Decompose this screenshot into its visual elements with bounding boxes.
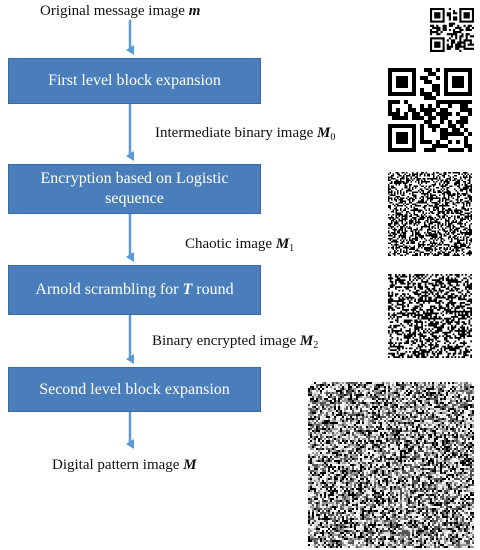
qr-code-large-icon: [388, 68, 472, 152]
arnold-scrambling-box: Arnold scrambling for T round: [8, 265, 261, 315]
scrambled-noise-image: [388, 274, 472, 358]
first-level-expansion-box: First level block expansion: [8, 58, 261, 104]
chaotic-noise-image: [388, 172, 472, 256]
original-message-label: Original message image m: [40, 3, 201, 19]
binary-encrypted-label: Binary encrypted image M2: [152, 333, 319, 351]
digital-pattern-label: Digital pattern image M: [52, 457, 197, 473]
chaotic-image-label: Chaotic image M1: [185, 236, 295, 254]
qr-code-small-icon: [430, 8, 474, 52]
digital-pattern-image: [308, 382, 474, 548]
intermediate-binary-label: Intermediate binary image M0: [155, 125, 336, 143]
second-level-expansion-box: Second level block expansion: [8, 367, 261, 412]
logistic-encryption-box: Encryption based on Logistic sequence: [8, 164, 261, 214]
